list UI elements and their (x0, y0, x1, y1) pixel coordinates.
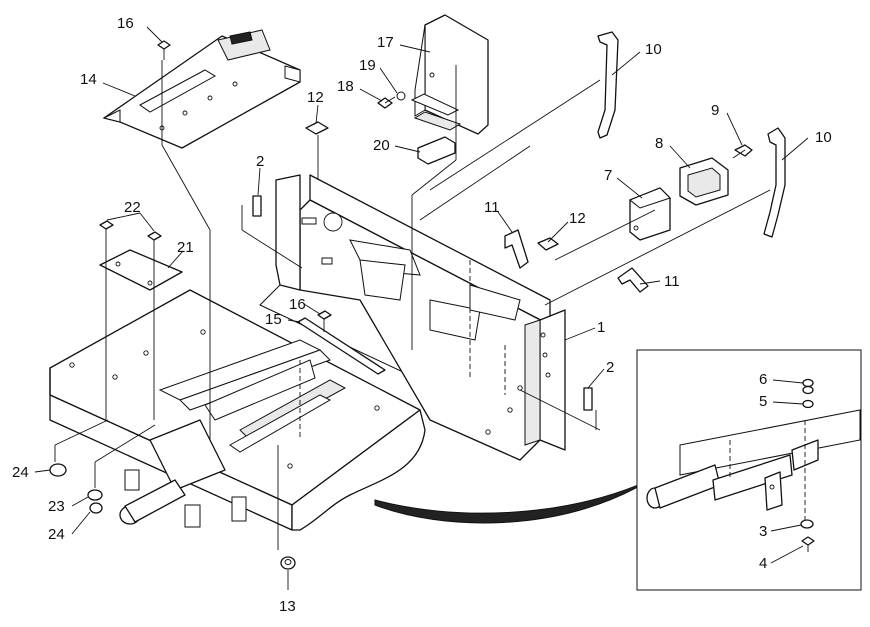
callout-10-lower: 10 (815, 129, 832, 146)
rubber-block-7 (629, 187, 671, 241)
callout-21: 21 (177, 239, 194, 256)
callout-2-upper: 2 (256, 153, 264, 170)
clip-11-lower (617, 267, 649, 293)
callout-labels: 16 14 17 19 18 12 20 2 10 9 10 8 7 11 12… (12, 15, 832, 615)
plate-21 (99, 249, 183, 291)
alignment-lines (54, 60, 771, 550)
screw-16-lower (317, 310, 332, 332)
callout-11-lower: 11 (664, 273, 680, 290)
callout-22: 22 (124, 199, 141, 216)
washer-23 (87, 489, 103, 501)
bracket-10-upper (597, 31, 619, 139)
nut-24-lower (89, 502, 103, 514)
clip-12-lower (537, 237, 559, 251)
callout-18: 18 (337, 78, 354, 95)
sleeve-block-8 (679, 157, 729, 206)
clip-2-lower (583, 387, 593, 411)
nut-13 (280, 556, 296, 570)
callout-12-upper: 12 (307, 89, 324, 106)
callout-16-upper: 16 (117, 15, 134, 32)
callout-12-lower: 12 (569, 210, 586, 227)
main-frame (49, 174, 566, 531)
callout-11-upper: 11 (484, 199, 500, 216)
top-cover-plate (102, 29, 301, 149)
callout-4: 4 (759, 555, 767, 572)
callout-19: 19 (359, 57, 376, 74)
callout-3: 3 (759, 523, 767, 540)
clip-2-upper (252, 195, 262, 217)
detail-inset-shaft (646, 409, 861, 520)
callout-16-lower: 16 (289, 296, 306, 313)
callout-24-lower: 24 (48, 526, 65, 543)
rod-15 (297, 317, 386, 375)
callout-10-upper: 10 (645, 41, 662, 58)
callout-8: 8 (655, 135, 663, 152)
callout-24-upper: 24 (12, 464, 29, 481)
callout-1: 1 (597, 319, 605, 336)
callout-20: 20 (373, 137, 390, 154)
callout-14: 14 (80, 71, 97, 88)
screws-22 (99, 220, 162, 250)
leader-lines (34, 26, 809, 590)
callout-5: 5 (759, 393, 767, 410)
clip-12-upper (305, 121, 329, 135)
bracket-10-lower (763, 127, 786, 238)
callout-15: 15 (265, 311, 282, 328)
callout-6: 6 (759, 371, 767, 388)
callout-7: 7 (604, 167, 612, 184)
callout-2-lower: 2 (606, 359, 614, 376)
callout-17: 17 (377, 34, 394, 51)
screw-9 (732, 144, 753, 159)
callout-13: 13 (279, 598, 296, 615)
callout-23: 23 (48, 498, 65, 515)
clip-11-upper (504, 229, 529, 269)
chute-assembly (377, 14, 489, 165)
screw-16-upper (157, 40, 171, 60)
callout-9: 9 (711, 102, 719, 119)
nut-24-upper (49, 463, 67, 477)
